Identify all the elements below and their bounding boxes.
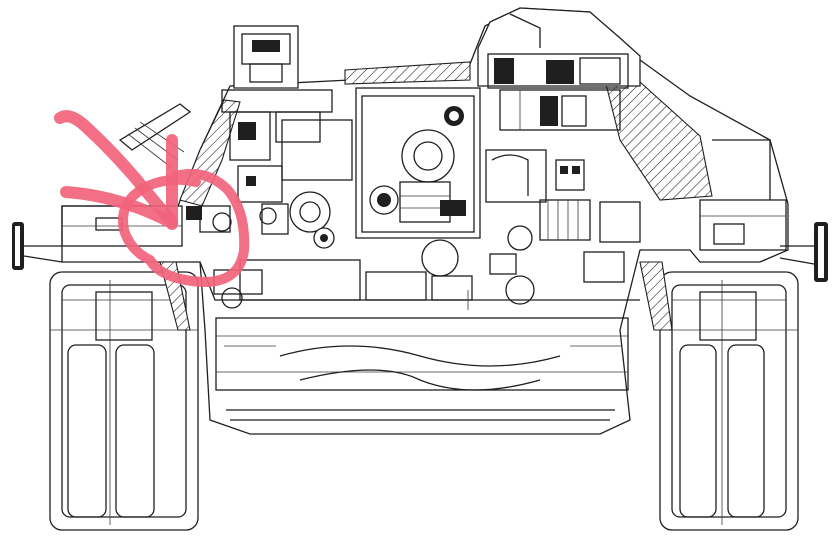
lower-compartment xyxy=(215,259,629,391)
left-side-fins xyxy=(118,103,192,169)
right-inner-mechanism xyxy=(421,149,641,305)
left-wheel xyxy=(49,271,199,531)
left-periscope xyxy=(221,25,333,161)
armour-section-right xyxy=(344,61,713,331)
left-mirror xyxy=(12,222,63,270)
commander-cupola xyxy=(477,7,641,131)
pink-circle-annotation xyxy=(118,168,250,287)
right-side-box xyxy=(699,139,787,251)
right-wheel xyxy=(659,271,799,531)
central-block xyxy=(355,87,481,239)
